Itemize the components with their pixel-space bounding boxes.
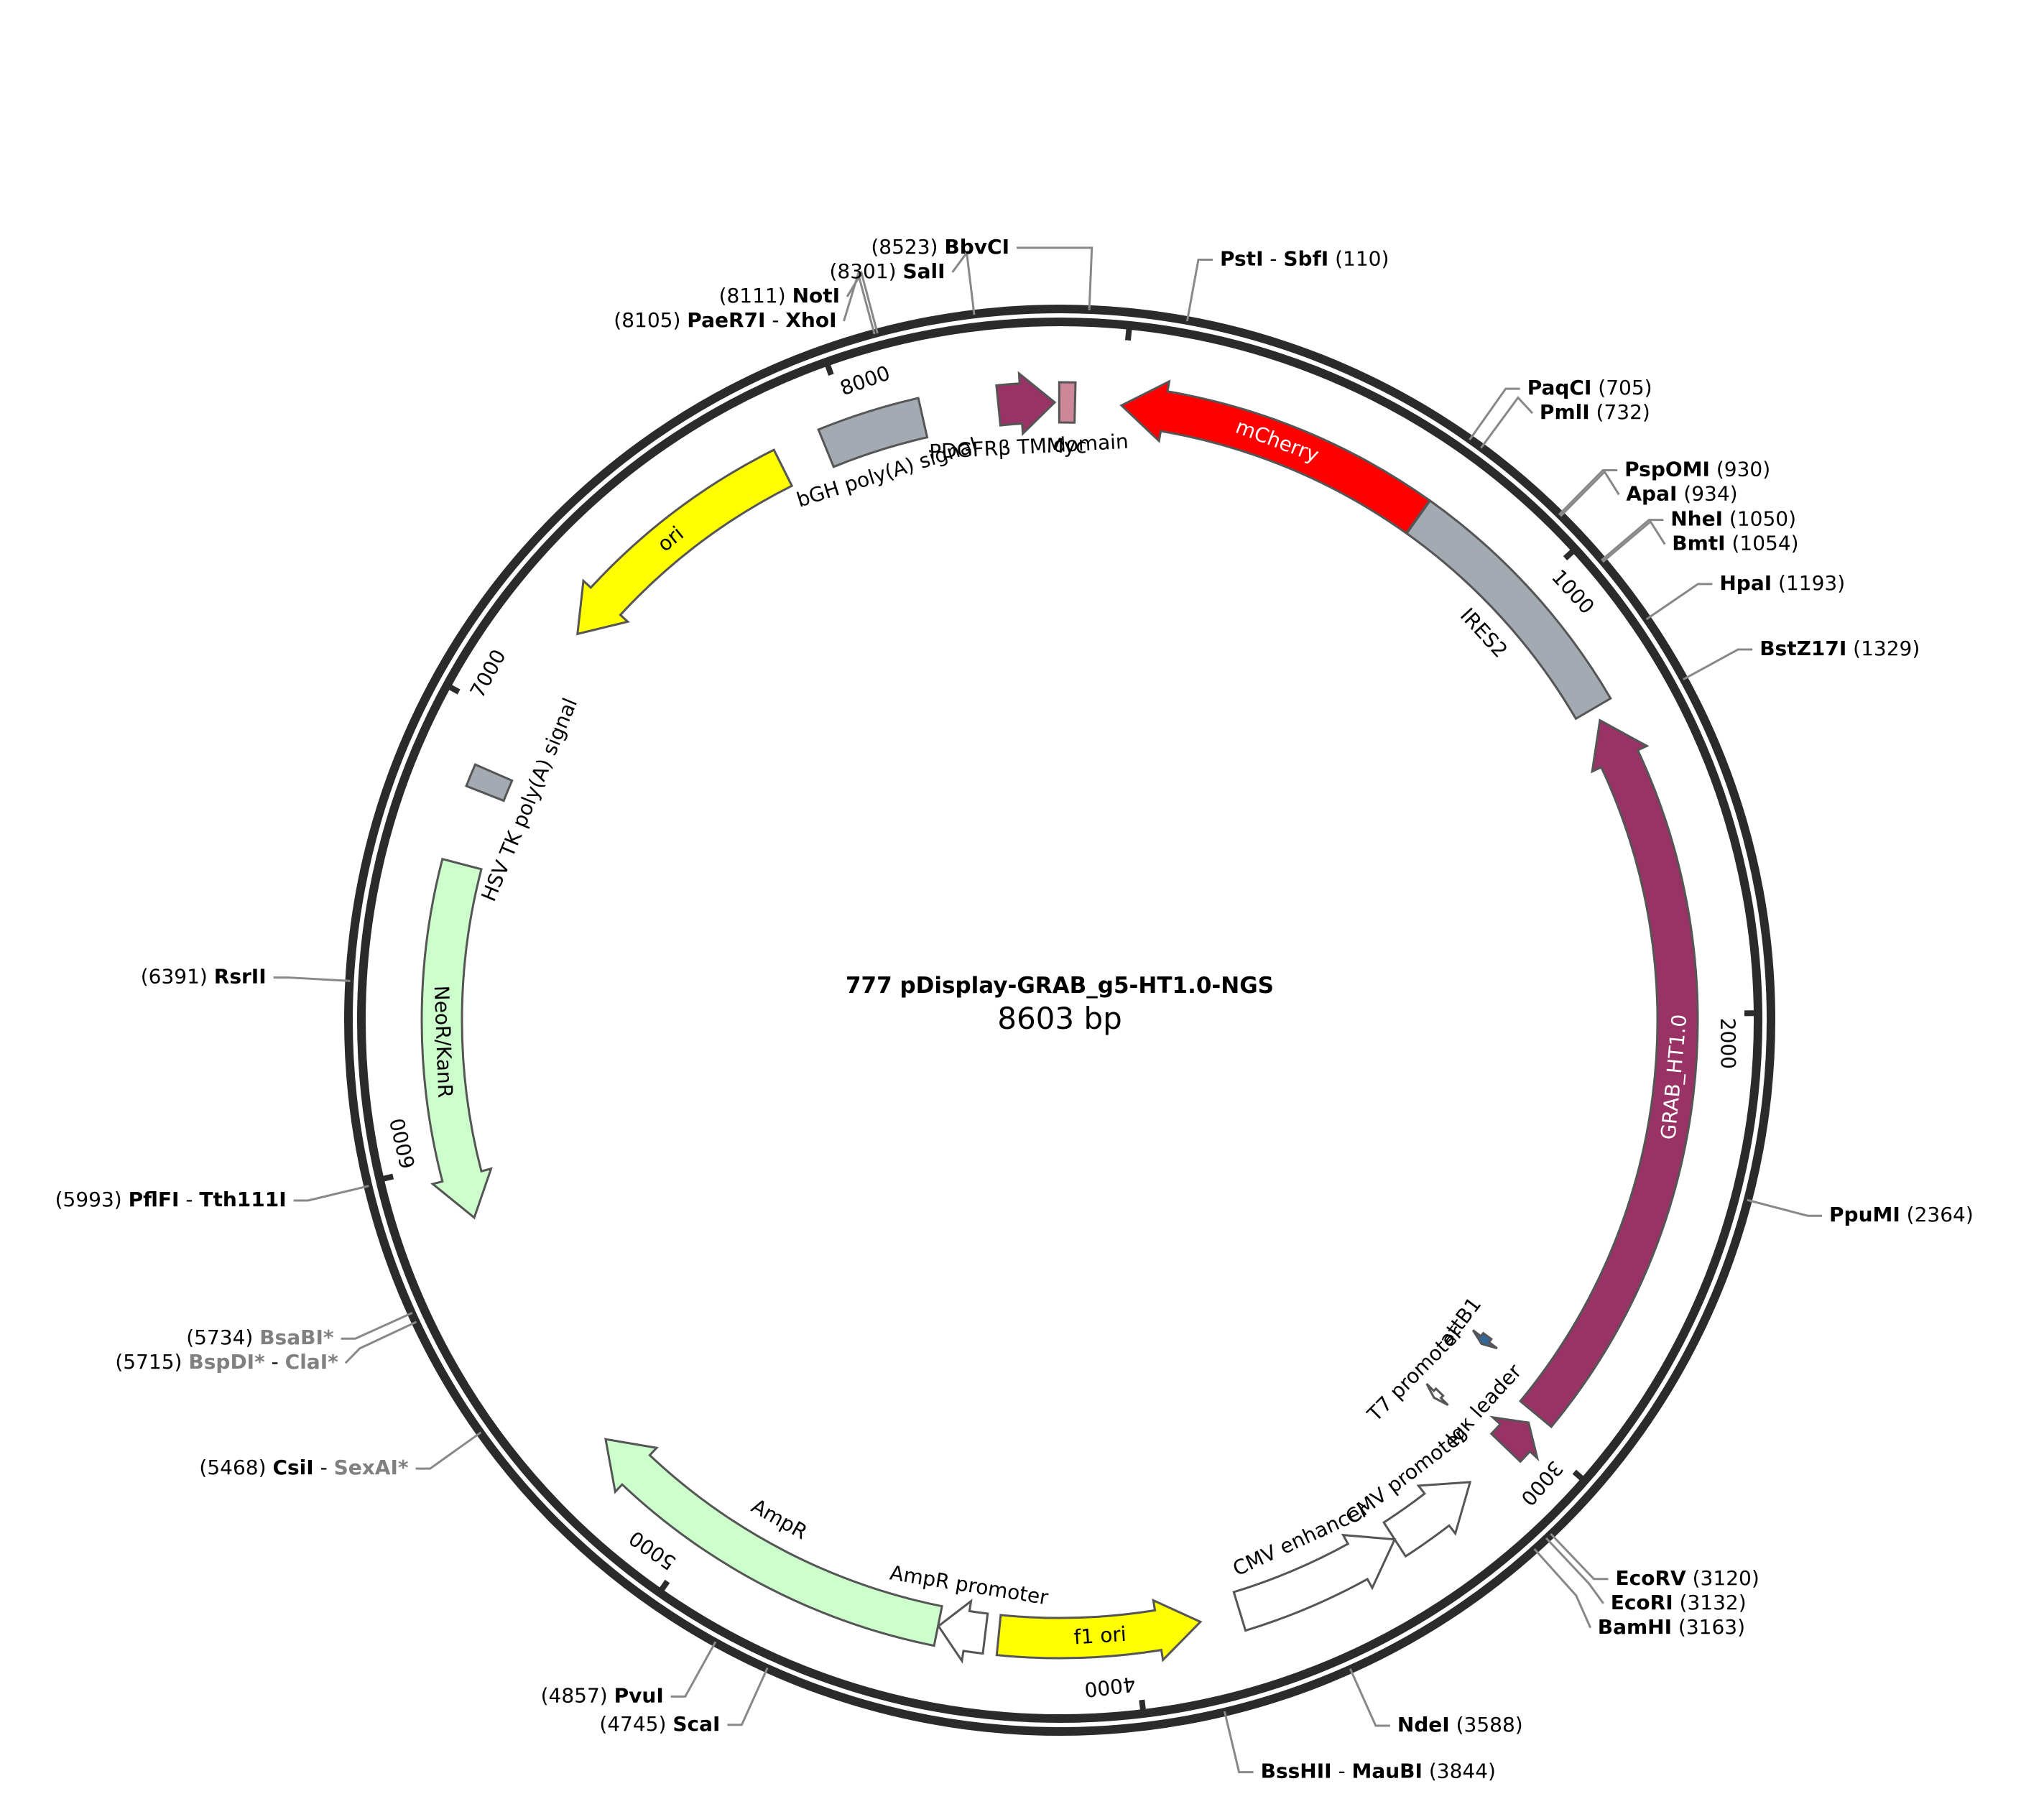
tick-label: 8000 <box>837 361 893 400</box>
site-label-paqci: PaqCI (705) <box>1527 376 1652 399</box>
backbone-inner-ring <box>357 318 1762 1723</box>
leader-ecorv <box>1550 1532 1609 1581</box>
site-label-pflfi: (5993) PflFI - Tth111I <box>55 1188 287 1211</box>
plasmid-length: 8603 bp <box>997 1001 1122 1036</box>
plasmid-title: 777 pDisplay-GRAB_g5-HT1.0-NGS <box>846 973 1274 999</box>
leader-sali <box>951 249 976 315</box>
site-label-rsrii: (6391) RsrII <box>141 965 267 989</box>
feature-myc <box>1058 381 1077 424</box>
site-label-psti: PstI - SbfI (110) <box>1220 246 1389 270</box>
tick-label: 2000 <box>1716 1018 1740 1070</box>
feature-cmv-enhancer <box>1232 1533 1397 1632</box>
site-labels: PstI - SbfI (110) PaqCI (705)PmlI (732) Ps… <box>55 235 1974 1783</box>
feature-pdgfr-tm-domain <box>995 371 1057 436</box>
leader-hpai <box>1645 583 1713 621</box>
site-label-hpai: HpaI (1193) <box>1719 571 1845 595</box>
site-label-bamhi: BamHI (3163) <box>1598 1615 1745 1639</box>
feature-label-neor-kanr: NeoR/KanR <box>430 985 457 1098</box>
site-label-pvui: (4857) PvuI <box>541 1683 664 1707</box>
feature-attb1 <box>1471 1329 1498 1350</box>
feature-neor-kanr <box>420 857 493 1220</box>
site-label-ecori: EcoRI (3132) <box>1611 1591 1747 1614</box>
backbone-outer-ring <box>344 305 1775 1736</box>
site-label-bspdi: (5715) BspDI* - ClaI* <box>115 1350 338 1374</box>
leader-bmti <box>1601 519 1666 563</box>
tick-mark <box>823 361 834 376</box>
leader-paqci <box>1469 387 1520 441</box>
tick-mark <box>379 1173 394 1183</box>
tick-label: 7000 <box>466 645 511 701</box>
site-label-bsabi: (5734) BsaBI* <box>186 1326 334 1349</box>
site-label-apai: ApaI (934) <box>1626 481 1737 505</box>
feature-ori <box>576 448 794 636</box>
leader-pvui <box>670 1641 717 1698</box>
site-label-sali: (8301) SalI <box>829 259 945 283</box>
tick-mark <box>657 1579 670 1594</box>
tick-mark <box>445 683 461 695</box>
site-label-csii: (5468) CsiI - SexAI* <box>199 1456 408 1479</box>
site-label-ecorv: EcoRV (3120) <box>1616 1566 1759 1590</box>
feature-ig-leader <box>1489 1415 1540 1463</box>
leader-scai <box>727 1667 769 1726</box>
tick-label: 4000 <box>1083 1672 1137 1701</box>
tick-mark <box>1572 1469 1587 1484</box>
leader-bamhi <box>1533 1548 1592 1629</box>
leader-bsshii <box>1223 1711 1254 1774</box>
tick-mark <box>1139 1699 1147 1714</box>
site-label-noti: (8111) NotI <box>719 284 841 307</box>
feature-label-t7-promoter: T7 promoter <box>1362 1321 1468 1427</box>
leader-noti <box>846 270 879 334</box>
feature-label-myc: Myc <box>1046 434 1087 458</box>
leader-bspdi <box>344 1321 417 1364</box>
leader-bsabi <box>341 1312 413 1340</box>
leader-bstz17i <box>1683 648 1753 681</box>
leader-pflfi <box>293 1185 369 1202</box>
leader-ndei <box>1349 1668 1390 1727</box>
leader-psti <box>1185 258 1213 322</box>
leader-pmli <box>1480 396 1534 449</box>
site-leader-lines <box>273 246 1823 1774</box>
feature-label-pdgfr-tm-domain: PDGFRβ TM domain <box>929 430 1129 464</box>
feature-hsv-tk-poly-a-signal <box>465 763 514 803</box>
leader-rsrii <box>273 976 351 982</box>
feature-grab-ht1-0 <box>1519 718 1699 1429</box>
site-label-bsshii: BssHII - MauBI (3844) <box>1261 1759 1496 1783</box>
tick-mark <box>1563 547 1578 561</box>
tick-label: 6000 <box>385 1116 420 1171</box>
site-label-nhei: NheI (1050) <box>1670 507 1796 531</box>
feature-t7-promoter <box>1425 1383 1449 1406</box>
leader-pspomi <box>1558 468 1618 516</box>
site-label-ndei: NdeI (3588) <box>1397 1713 1523 1736</box>
leader-ppumi <box>1747 1198 1823 1217</box>
feature-ires2 <box>1405 499 1612 721</box>
site-label-scai: (4745) ScaI <box>599 1712 720 1736</box>
site-label-pmli: PmlI (732) <box>1540 400 1650 424</box>
leader-bbvci <box>1017 246 1093 310</box>
feature-bgh-poly-a-signal <box>817 397 929 468</box>
origin-tick <box>1124 325 1133 341</box>
site-label-paer7i: (8105) PaeR7I - XhoI <box>614 308 836 332</box>
site-label-bmti: BmtI (1054) <box>1672 532 1798 555</box>
site-label-bbvci: (8523) BbvCI <box>871 235 1009 259</box>
leader-nhei <box>1600 519 1664 562</box>
site-label-ppumi: PpuMI (2364) <box>1829 1203 1974 1226</box>
leader-paer7i <box>843 269 876 335</box>
leader-csii <box>415 1431 482 1470</box>
feature-ampr <box>604 1438 943 1647</box>
leader-apai <box>1559 470 1620 517</box>
site-label-pspomi: PspOMI (930) <box>1624 457 1770 481</box>
feature-label-hsv-tk-poly-a-signal: HSV TK poly(A) signal <box>476 695 582 905</box>
feature-label-f1-ori: f1 ori <box>1073 1622 1127 1650</box>
feature-f1-ori <box>995 1599 1203 1662</box>
site-label-bstz17i: BstZ17I (1329) <box>1759 637 1920 660</box>
leader-ecori <box>1545 1537 1604 1604</box>
feature-ampr-promoter <box>937 1599 989 1664</box>
tick-label: 5000 <box>624 1526 680 1575</box>
